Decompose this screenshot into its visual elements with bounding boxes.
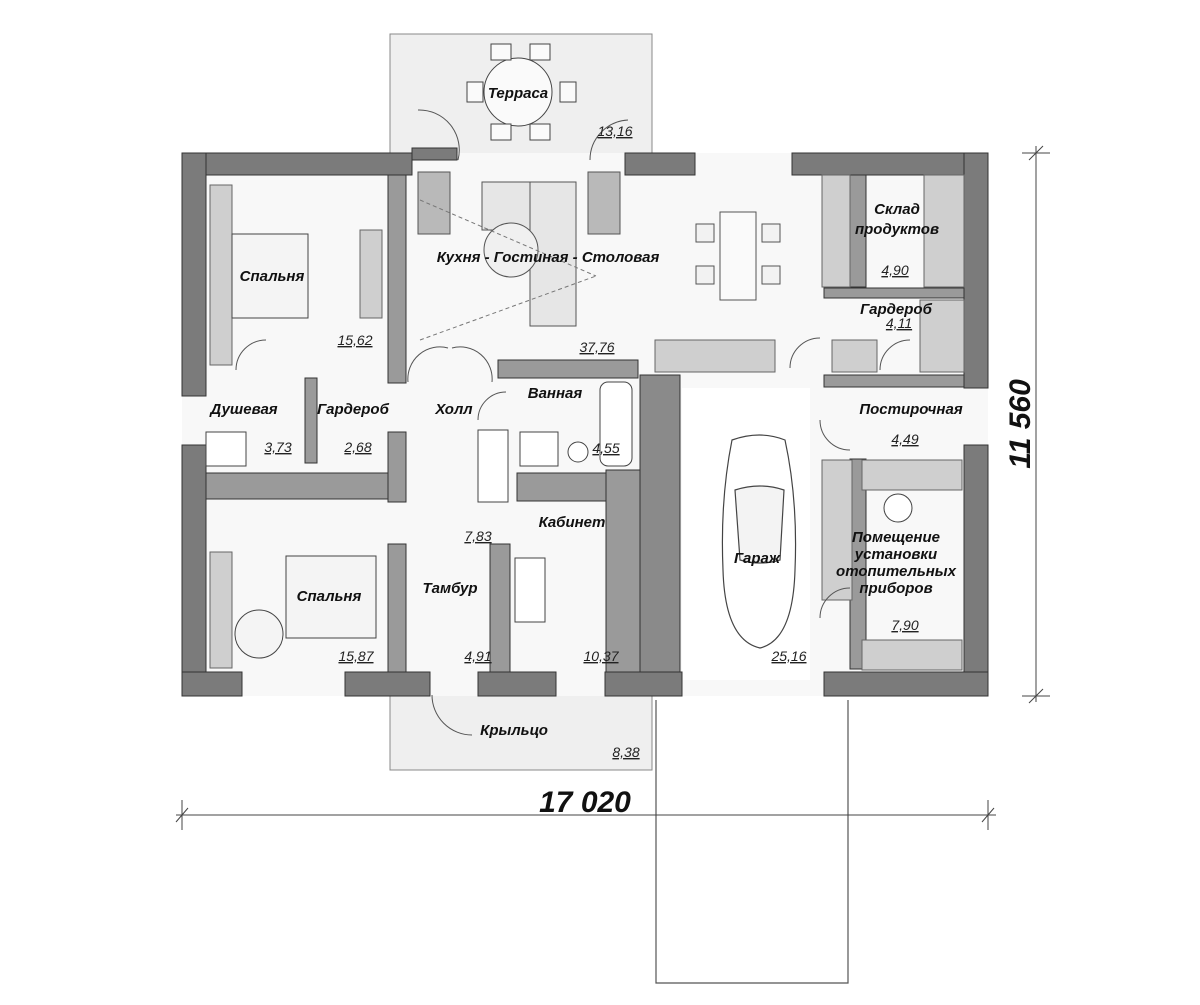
beds <box>231 233 377 659</box>
room-name-bedroom-1: Спальня <box>240 268 305 285</box>
cabinets <box>209 174 965 671</box>
room-area-pantry: 4,90 <box>881 262 908 278</box>
room-name-vestibule: Тамбур <box>422 580 477 597</box>
room-area-garage: 25,16 <box>770 648 806 664</box>
inner-walls <box>205 174 965 673</box>
desks <box>477 429 546 623</box>
car <box>721 434 797 649</box>
room-area-bathroom: 4,55 <box>592 440 619 456</box>
room-name-pantry-line-1: Склад <box>874 201 920 218</box>
room-area-kitchen: 37,76 <box>579 339 614 355</box>
room-name-kitchen: Кухня - Гостиная - Столовая <box>437 249 660 266</box>
room-name-pantry-line-2: продуктов <box>855 221 939 238</box>
height-dimension-label: 11 560 <box>1004 379 1037 469</box>
dimension-lines <box>175 145 1050 830</box>
room-area-boiler: 7,90 <box>891 617 918 633</box>
room-name-boiler-line-1: Помещение <box>852 529 940 546</box>
width-dimension-label: 17 020 <box>539 786 631 819</box>
room-area-hall: 7,83 <box>464 528 491 544</box>
room-name-porch: Крыльцо <box>480 722 548 739</box>
driveway-outline <box>655 700 849 984</box>
room-name-bedroom-2: Спальня <box>297 588 362 605</box>
room-area-vestibule: 4,91 <box>464 648 491 664</box>
room-area-study: 10,37 <box>583 648 619 664</box>
room-name-boiler-line-2: установки <box>854 546 937 563</box>
dining-chairs <box>695 223 781 285</box>
room-area-laundry: 4,49 <box>891 431 918 447</box>
room-name-boiler-line-4: приборов <box>859 580 932 597</box>
room-area-terrace: 13,16 <box>597 123 632 139</box>
room-name-wardrobe-1: Гардероб <box>317 401 389 418</box>
room-area-bedroom-2: 15,87 <box>338 648 374 664</box>
door-swings <box>235 109 911 736</box>
room-labels: Терраса 13,16 Кухня - Гостиная - Столова… <box>208 85 962 760</box>
terrace-table <box>466 43 577 141</box>
room-name-study: Кабинет <box>539 514 606 531</box>
kitchen-lines <box>419 199 597 341</box>
outer-walls <box>181 147 989 697</box>
bathroom-fixtures <box>205 381 913 523</box>
room-name-shower: Душевая <box>208 401 277 418</box>
room-name-bathroom: Ванная <box>528 385 583 402</box>
room-area-bedroom-1: 15,62 <box>337 332 372 348</box>
room-name-hall: Холл <box>434 401 473 418</box>
room-area-wardrobe-2: 4,11 <box>886 315 912 331</box>
room-name-garage: Гараж <box>734 550 781 567</box>
room-name-terrace: Терраса <box>488 85 548 102</box>
room-area-porch: 8,38 <box>612 744 639 760</box>
room-name-laundry: Постирочная <box>859 401 963 418</box>
room-area-shower: 3,73 <box>264 439 291 455</box>
living-furniture <box>417 171 757 327</box>
room-area-wardrobe-1: 2,68 <box>343 439 371 455</box>
room-name-wardrobe-2: Гардероб <box>860 301 932 318</box>
room-name-boiler-line-3: отопительных <box>836 563 957 580</box>
